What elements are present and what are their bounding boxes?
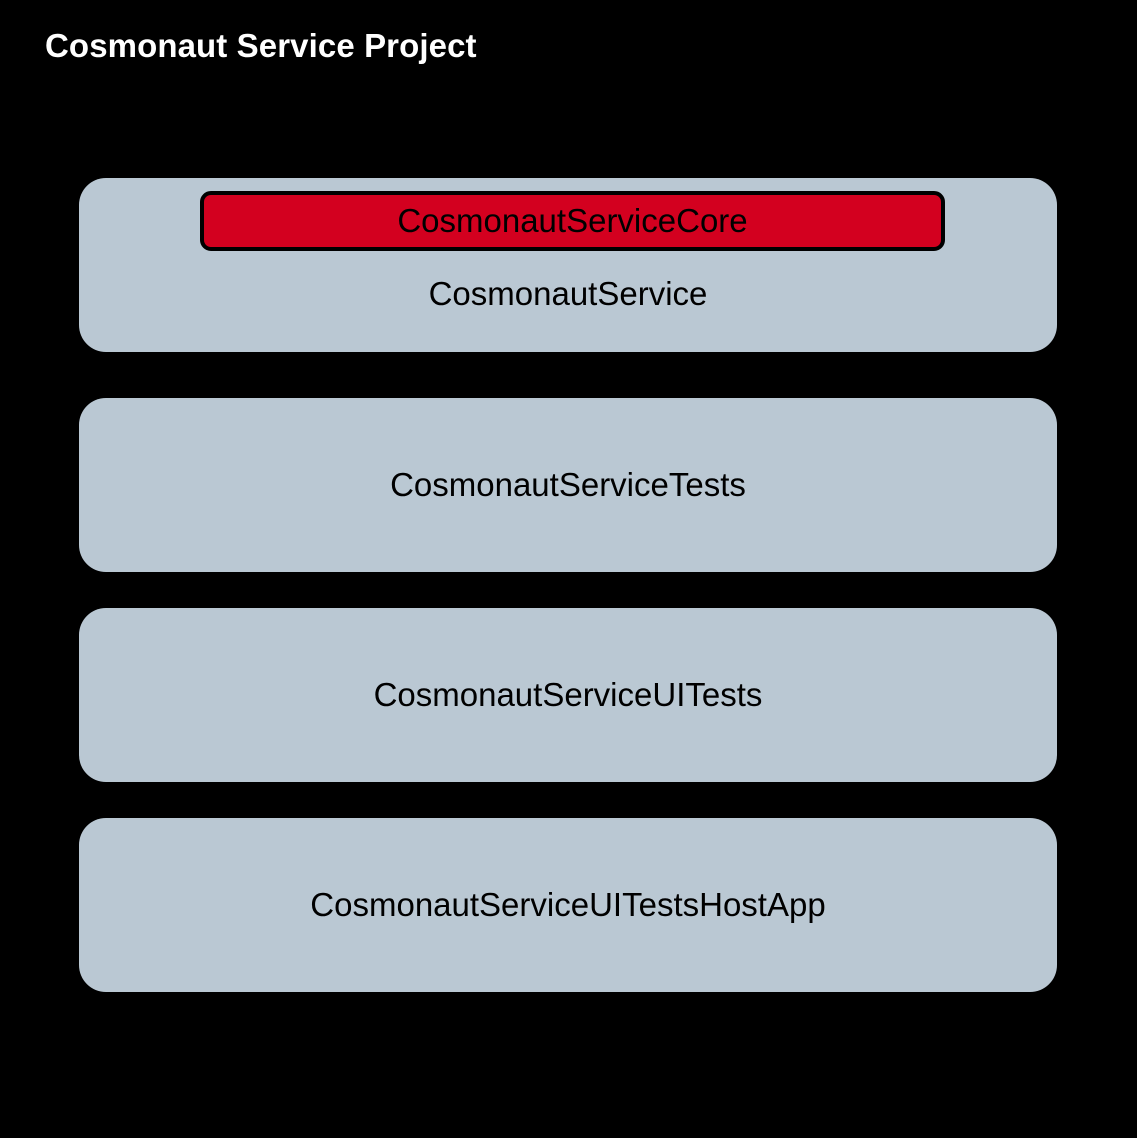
- page-title: Cosmonaut Service Project: [45, 27, 477, 64]
- target-label-cosmonaut-service-ui-tests-host-app: CosmonautServiceUITestsHostApp: [310, 886, 826, 923]
- target-card-cosmonaut-service-ui-tests-host-app[interactable]: CosmonautServiceUITestsHostApp: [79, 818, 1057, 992]
- target-card-cosmonaut-service[interactable]: CosmonautServiceCore CosmonautService: [79, 178, 1057, 352]
- target-label-cosmonaut-service: CosmonautService: [428, 275, 708, 312]
- target-card-cosmonaut-service-ui-tests[interactable]: CosmonautServiceUITests: [79, 608, 1057, 782]
- highlighted-module-cosmonaut-service-core[interactable]: CosmonautServiceCore: [200, 191, 945, 251]
- highlighted-module-label: CosmonautServiceCore: [397, 202, 748, 239]
- target-card-cosmonaut-service-tests[interactable]: CosmonautServiceTests: [79, 398, 1057, 572]
- target-label-cosmonaut-service-ui-tests: CosmonautServiceUITests: [373, 676, 763, 713]
- target-label-cosmonaut-service-tests: CosmonautServiceTests: [390, 466, 746, 503]
